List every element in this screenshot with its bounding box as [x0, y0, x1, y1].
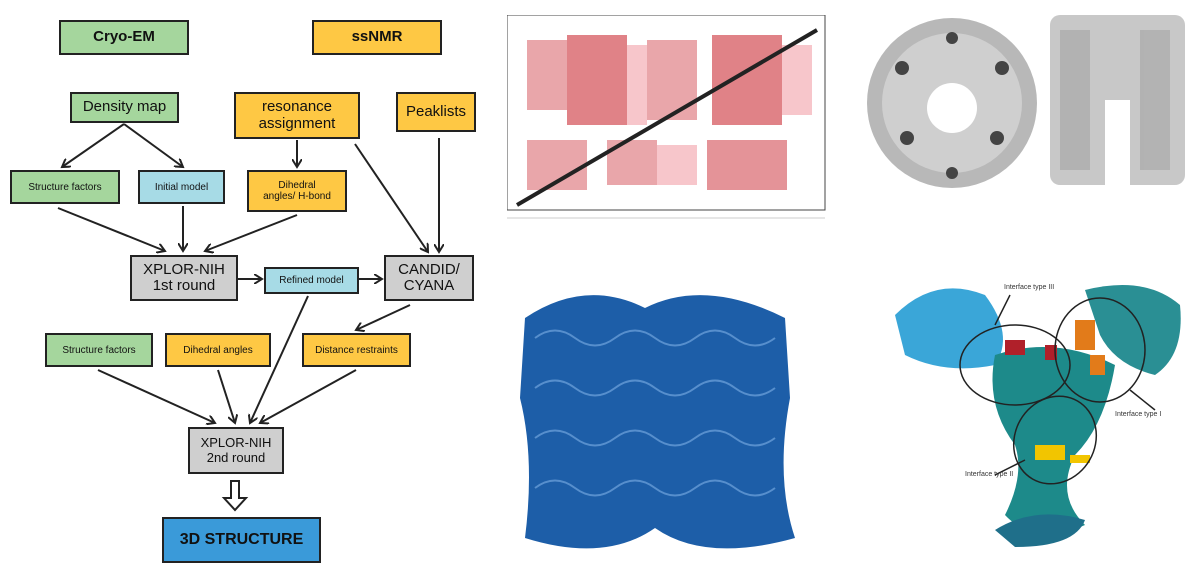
candid-cyana-box: CANDID/ CYANA [384, 255, 474, 301]
dihedral-hbond-box: Dihedral angles/ H-bond [247, 170, 347, 212]
resonance-assignment-box: resonance assignment [234, 92, 360, 139]
distance-restraints-box: Distance restraints [302, 333, 411, 367]
structure-factors-box-2: Structure factors [45, 333, 153, 367]
3d-structure-box: 3D STRUCTURE [162, 517, 321, 563]
interface-type-ii-label: Interface type II [965, 471, 1014, 478]
dihedral-angles-box: Dihedral angles [165, 333, 271, 367]
peaklists-box: Peaklists [396, 92, 476, 132]
interface-type-i-label: Interface type I [1115, 411, 1162, 418]
hollow-arrow-icon [221, 480, 249, 512]
initial-model-box: Initial model [138, 170, 225, 204]
protein-structure-blue [520, 295, 795, 549]
structure-factors-box: Structure factors [10, 170, 120, 204]
protein-interfaces-image [895, 285, 1181, 547]
interface-type-iii-label: Interface type III [1004, 284, 1055, 291]
xplor-first-round-box: XPLOR-NIH 1st round [130, 255, 238, 301]
refined-model-box: Refined model [264, 267, 359, 294]
xplor-second-round-box: XPLOR-NIH 2nd round [188, 427, 284, 474]
nmr-spectrum-image [507, 15, 826, 219]
cryo-em-box: Cryo-EM [59, 20, 189, 55]
cryo-em-map-top-view [867, 18, 1037, 188]
ssnmr-box: ssNMR [312, 20, 442, 55]
density-map-box: Density map [70, 92, 179, 123]
cryo-em-map-side-view [1050, 15, 1185, 185]
